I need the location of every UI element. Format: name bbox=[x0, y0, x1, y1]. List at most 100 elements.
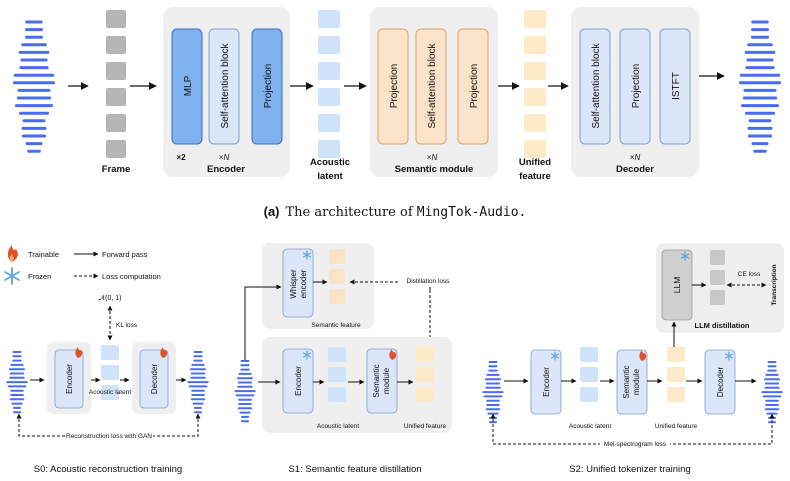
stage-s2: LLM CE loss Transcription LLM distillati… bbox=[482, 243, 784, 475]
encoder-self-attention-block bbox=[208, 28, 240, 145]
s1-semantic-module-label-2: module bbox=[382, 367, 391, 394]
stack-cell bbox=[318, 88, 340, 106]
output-waveform-icon bbox=[738, 20, 782, 153]
s2-input-waveform-icon bbox=[482, 361, 504, 424]
encoder-self-attention-label: Self-attention block bbox=[220, 42, 231, 128]
s0-encoder-fire-icon bbox=[75, 347, 83, 358]
mlp-multiplier: ×2 bbox=[176, 153, 186, 162]
legend: Trainable Forward pass Frozen Loss compu… bbox=[4, 245, 161, 285]
s1-encoder-block bbox=[282, 348, 314, 414]
s2-ce-label: CE loss bbox=[738, 271, 761, 278]
s2-llm-snow-icon bbox=[680, 251, 690, 261]
decoder-self-attention-label: Self-attention block bbox=[591, 42, 602, 128]
s1-whisper-snow-icon bbox=[302, 250, 312, 260]
s0-acoustic-latent-stack bbox=[101, 345, 119, 400]
s2-llm-label: LLM bbox=[672, 277, 682, 294]
stack-cell bbox=[318, 36, 340, 54]
s0-recon-label-bg bbox=[65, 431, 153, 440]
s2-semantic-module-label-1: Semantic bbox=[622, 365, 631, 398]
mlp-block bbox=[171, 28, 203, 145]
fire-icon bbox=[7, 245, 18, 262]
encoder-n-multiplier: ×N bbox=[219, 153, 230, 162]
legend-frozen: Frozen bbox=[28, 272, 51, 281]
stack-cell bbox=[524, 88, 546, 106]
s0-decoder-fire-icon bbox=[160, 347, 168, 358]
caption-a: (a)The architecture of MingTok-Audio. bbox=[264, 204, 527, 220]
frame-label: Frame bbox=[102, 164, 131, 175]
stack-cell bbox=[101, 365, 119, 380]
stack-cell bbox=[328, 367, 346, 382]
s0-input-waveform-icon bbox=[6, 351, 28, 414]
decoder-projection-label: Projection bbox=[631, 64, 642, 108]
frame-stack bbox=[106, 10, 126, 158]
istft-block bbox=[659, 28, 691, 145]
stack-cell bbox=[416, 387, 434, 402]
s0-decoder-label: Decoder bbox=[150, 364, 159, 395]
acoustic-latent-label-2: latent bbox=[317, 171, 343, 182]
stack-cell bbox=[106, 88, 126, 106]
decoder-self-attention-block bbox=[579, 28, 611, 145]
top-architecture: Frame MLP Self-attention block Projectio… bbox=[12, 7, 782, 220]
s1-distill-label-bg bbox=[398, 276, 458, 285]
unified-feature-label-2: feature bbox=[519, 171, 551, 182]
s2-unified-label: Unified feature bbox=[655, 423, 698, 430]
stack-cell bbox=[710, 290, 725, 305]
stack-cell bbox=[106, 10, 126, 28]
s1-input-waveform-icon bbox=[234, 360, 256, 423]
stack-cell bbox=[667, 387, 685, 402]
s2-llm-output-stack bbox=[710, 250, 725, 305]
s1-whisper-label-2: encoder bbox=[299, 269, 308, 298]
acoustic-latent-stack bbox=[318, 10, 340, 158]
stack-cell bbox=[667, 347, 685, 362]
stack-cell bbox=[318, 114, 340, 132]
s2-semantic-module-label-2: module bbox=[632, 368, 641, 395]
s1-distill-label: Distillation loss bbox=[407, 278, 451, 285]
stack-cell bbox=[580, 367, 598, 382]
s0-prior-label: 𝒩(0, 1) bbox=[98, 295, 121, 302]
s2-acoustic-latent-stack bbox=[580, 347, 598, 402]
stack-cell bbox=[667, 367, 685, 382]
stack-cell bbox=[318, 62, 340, 80]
s1-encoder-label: Encoder bbox=[294, 366, 303, 396]
stack-cell bbox=[329, 249, 345, 264]
s1-semantic-fire-icon bbox=[389, 349, 397, 360]
stack-cell bbox=[524, 36, 546, 54]
stack-cell bbox=[101, 385, 119, 400]
s2-output-waveform-icon bbox=[761, 361, 783, 424]
caption-a-prefix: (a) bbox=[264, 204, 280, 219]
s1-arrow-to-whisper bbox=[244, 284, 282, 360]
s0-latent-label: Acoustic latent bbox=[89, 389, 131, 396]
semantic-projection-2-block bbox=[457, 28, 489, 145]
s0-caption: S0: Acoustic reconstruction training bbox=[34, 464, 182, 475]
stack-cell bbox=[318, 140, 340, 158]
stage-s0: Encoder Acoustic latent Decoder 𝒩(0, 1) … bbox=[6, 295, 209, 475]
stack-cell bbox=[328, 347, 346, 362]
stack-cell bbox=[524, 10, 546, 28]
decoder-projection-block bbox=[619, 28, 651, 145]
stack-cell bbox=[106, 62, 126, 80]
semantic-self-attention-block bbox=[415, 28, 447, 145]
encoder-title: Encoder bbox=[207, 164, 245, 175]
snowflake-icon bbox=[4, 267, 20, 285]
stack-cell bbox=[106, 140, 126, 158]
s2-mel-loss-arrow bbox=[490, 413, 775, 445]
semantic-projection-1-label: Projection bbox=[389, 64, 400, 108]
stack-cell bbox=[524, 140, 546, 158]
stack-cell bbox=[416, 367, 434, 382]
stack-cell bbox=[101, 345, 119, 360]
stack-cell bbox=[318, 10, 340, 28]
stage-s1: Whisper encoder Semantic feature Distill… bbox=[234, 243, 458, 475]
caption-a-text: The architecture of bbox=[286, 205, 417, 220]
acoustic-latent-label-1: Acoustic bbox=[310, 157, 350, 168]
stack-cell bbox=[328, 387, 346, 402]
s1-semantic-module-block bbox=[366, 348, 398, 414]
s0-encoder-block bbox=[54, 349, 84, 409]
s2-llm-distillation-label: LLM distillation bbox=[695, 321, 750, 330]
s2-caption: S2: Unified tokenizer training bbox=[569, 464, 690, 475]
decoder-title: Decoder bbox=[616, 164, 654, 175]
s0-encoder-label: Encoder bbox=[65, 364, 74, 394]
stack-cell bbox=[710, 250, 725, 265]
s1-whisper-panel bbox=[262, 243, 374, 329]
s2-semantic-fire-icon bbox=[639, 350, 647, 361]
